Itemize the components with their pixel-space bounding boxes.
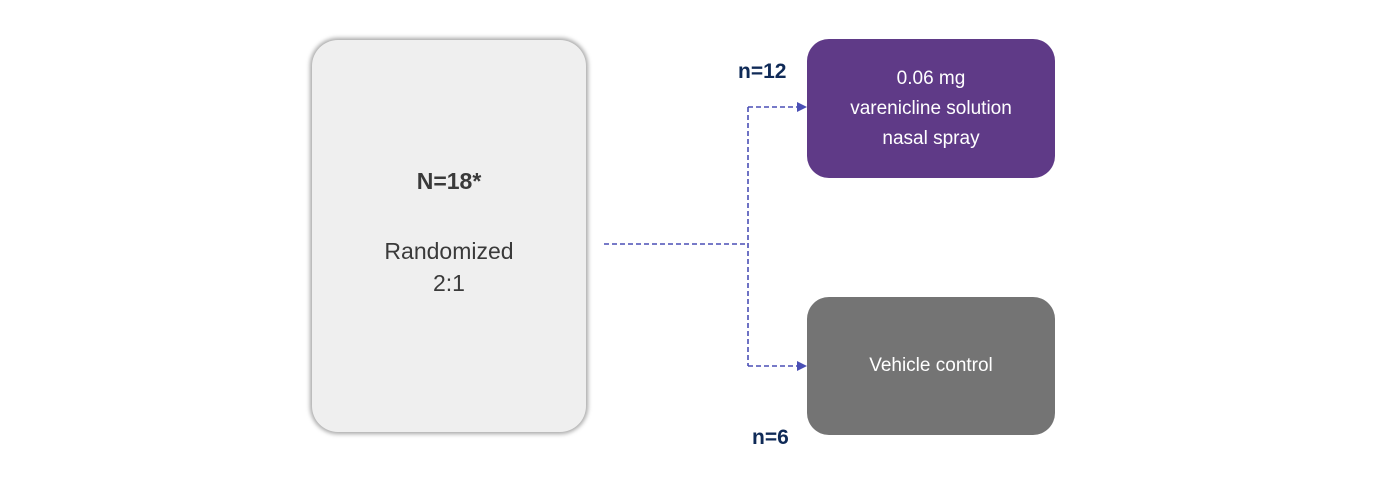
arrowhead-control-icon [797,361,807,371]
randomization-label-line1: Randomized [384,237,514,264]
arm-box-vehicle-control: Vehicle control [807,297,1055,435]
randomization-box: N=18* Randomized 2:1 [312,40,586,432]
control-arm-n: n=6 [752,426,789,449]
arm-dose: 0.06 mg [896,67,966,89]
arrowhead-active-icon [797,102,807,112]
arm-drug: varenicline solution [850,97,1012,119]
randomization-label: Randomized 2:1 [384,235,513,299]
total-sample-size: N=18* [416,167,482,194]
arm-control-label: Vehicle control [869,355,993,376]
arm-formulation: nasal spray [882,127,980,149]
active-arm-n: n=12 [738,60,787,83]
arm-box-varenicline: 0.06 mg varenicline solution nasal spray [807,39,1055,178]
randomization-ratio: 2:1 [433,269,465,296]
